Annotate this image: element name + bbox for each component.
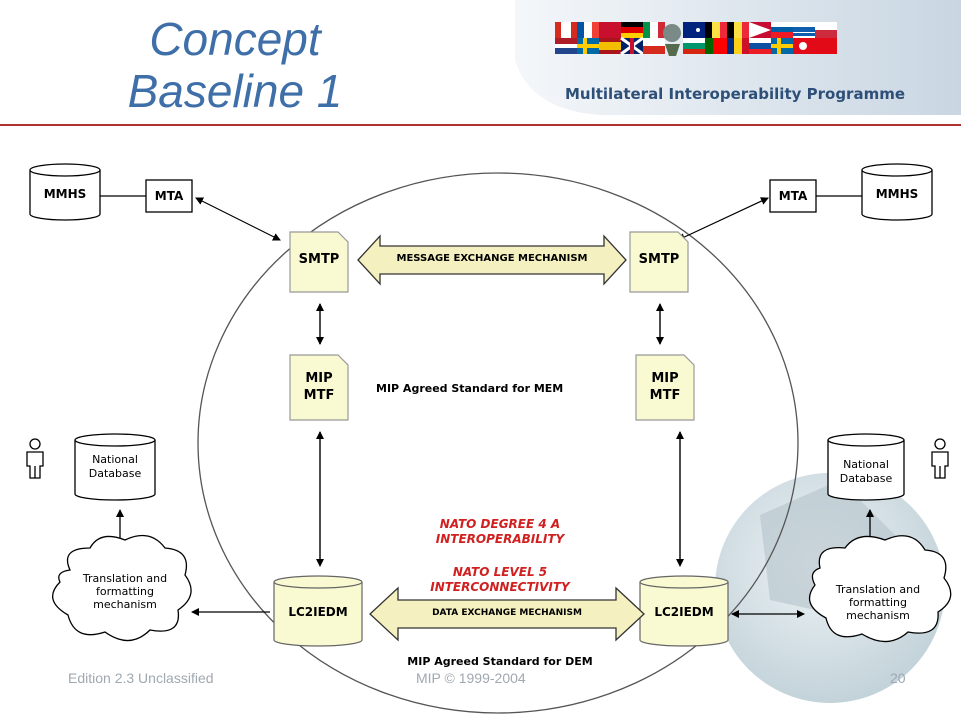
mmhs-right-label: MMHS <box>875 187 919 201</box>
translation-left-line-1: Translation and <box>82 572 168 585</box>
message-exchange-label: MESSAGE EXCHANGE MECHANISM <box>396 253 588 264</box>
data-exchange-label: DATA EXCHANGE MECHANISM <box>432 608 582 618</box>
smtp-left-doc <box>289 231 349 293</box>
nato-level-line-2: INTERCONNECTIVITY <box>430 580 570 594</box>
national-db-right-label: National Database <box>828 458 904 486</box>
mip-mtf-right-label: MIP MTF <box>636 370 694 404</box>
mta-left-box <box>145 179 193 213</box>
national-db-right-line-2: Database <box>839 472 893 485</box>
translation-right-label: Translation and formatting mechanism <box>818 583 938 622</box>
national-db-left-label: National Database <box>75 453 155 481</box>
translation-right-line-2: formatting <box>848 596 908 609</box>
data-exchange-arrow <box>369 586 645 642</box>
nato-level-line-1: NATO LEVEL 5 <box>452 565 548 579</box>
nato-degree-line-1: NATO DEGREE 4 A <box>439 517 561 531</box>
title-line-1: Concept <box>149 13 321 65</box>
national-db-left-cylinder <box>74 433 156 501</box>
smtp-right-label: SMTP <box>638 252 680 267</box>
mip-mtf-right-line-1: MIP <box>651 371 679 386</box>
translation-left-line-2: formatting <box>95 585 155 598</box>
mip-mtf-left-label: MIP MTF <box>290 370 348 404</box>
nato-degree-line-2: INTEROPERABILITY <box>435 532 565 546</box>
nato-degree-label: NATO DEGREE 4 A INTEROPERABILITY <box>420 517 580 547</box>
national-db-right-line-1: National <box>843 458 889 471</box>
mip-mtf-left-line-2: MTF <box>303 388 335 403</box>
translation-right-cloud <box>808 535 952 643</box>
lc2iedm-left-cylinder <box>273 575 363 647</box>
title-line-2: Baseline 1 <box>127 65 343 117</box>
translation-left-label: Translation and formatting mechanism <box>66 572 184 611</box>
national-db-right-cylinder <box>827 433 905 501</box>
interop-ellipse <box>197 172 799 714</box>
smtp-right-doc <box>629 231 689 293</box>
translation-left-line-3: mechanism <box>93 598 157 611</box>
mip-mtf-right-line-2: MTF <box>649 388 681 403</box>
translation-right-line-3: mechanism <box>846 609 910 622</box>
nato-level-label: NATO LEVEL 5 INTERCONNECTIVITY <box>420 565 580 595</box>
footer-page-number: 20 <box>890 670 906 686</box>
footer-copyright: MIP © 1999-2004 <box>416 670 526 686</box>
message-exchange-arrow <box>357 234 627 286</box>
translation-right-line-1: Translation and <box>835 583 921 596</box>
mem-standard-label: MIP Agreed Standard for MEM <box>376 382 564 395</box>
lc2iedm-right-label: LC2IEDM <box>654 605 714 619</box>
mta-right-label: MTA <box>778 189 808 203</box>
mmhs-left-cylinder <box>29 163 101 221</box>
mip-mtf-left-line-1: MIP <box>305 371 333 386</box>
lc2iedm-right-cylinder <box>639 575 729 647</box>
flags-logo <box>555 22 837 56</box>
national-db-left-line-1: National <box>92 453 138 466</box>
title-rule <box>0 124 961 126</box>
smtp-left-label: SMTP <box>298 252 340 267</box>
mip-mtf-right-doc <box>635 354 695 421</box>
translation-left-cloud <box>52 534 192 642</box>
person-left-icon <box>26 438 44 479</box>
mmhs-right-cylinder <box>861 163 933 221</box>
logo-caption: Multilateral Interoperability Programme <box>565 85 906 103</box>
person-right-icon <box>931 438 949 479</box>
footer-edition: Edition 2.3 Unclassified <box>68 670 214 686</box>
lc2iedm-left-label: LC2IEDM <box>288 605 348 619</box>
mmhs-left-label: MMHS <box>43 187 87 201</box>
mip-mtf-left-doc <box>289 354 349 421</box>
mta-left-label: MTA <box>154 189 184 203</box>
mta-right-box <box>769 179 817 213</box>
national-db-left-line-2: Database <box>88 467 142 480</box>
dem-standard-label: MIP Agreed Standard for DEM <box>407 655 593 668</box>
